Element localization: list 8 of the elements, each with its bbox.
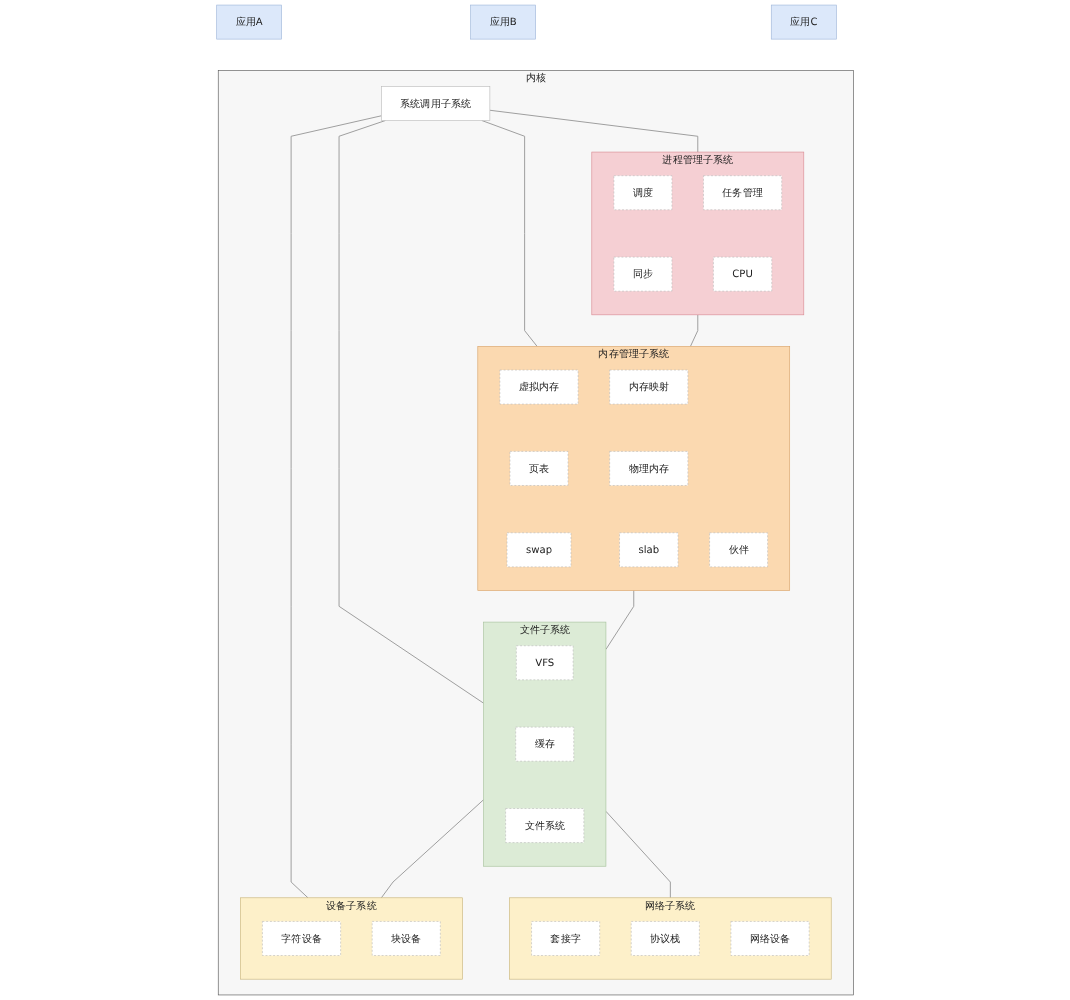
connector xyxy=(338,120,484,704)
connector xyxy=(380,799,484,899)
connector xyxy=(481,120,538,347)
connector xyxy=(605,810,671,899)
connector xyxy=(690,314,699,347)
connector xyxy=(489,109,699,153)
connector xyxy=(605,590,635,650)
connector xyxy=(290,115,382,899)
